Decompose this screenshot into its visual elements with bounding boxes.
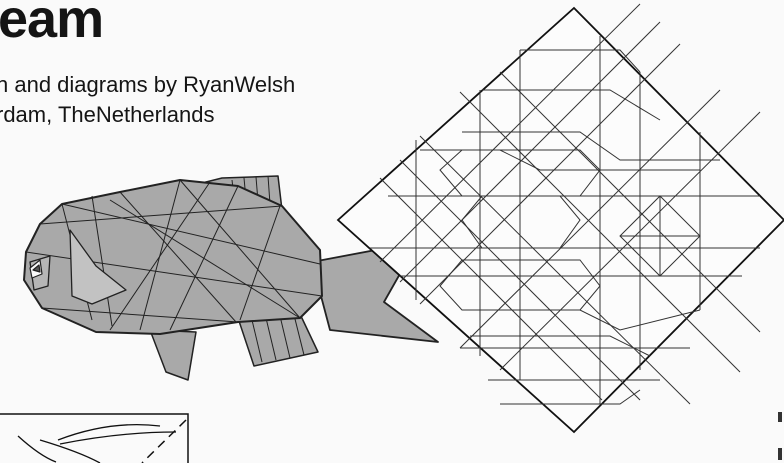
partial-fold-diagram [0,414,188,463]
pelvic-fin [150,330,196,380]
edge-marks [778,412,782,460]
fish-body [24,180,322,334]
crease-pattern-border [338,8,784,432]
square-crease-pattern [338,4,784,432]
